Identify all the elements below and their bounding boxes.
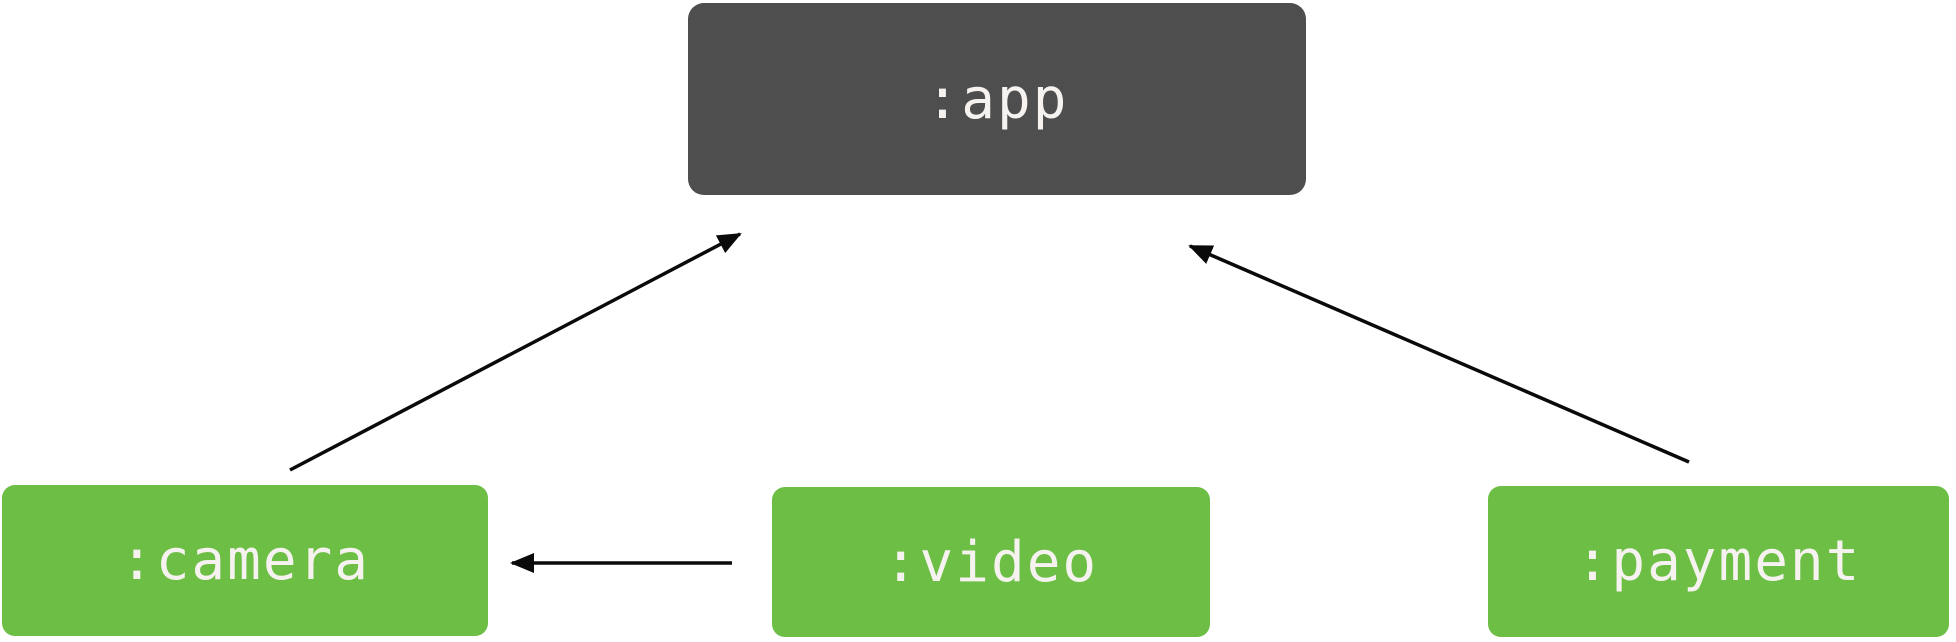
edge-payment-to-app (1188, 244, 1690, 464)
node-video: :video (772, 487, 1210, 637)
node-payment: :payment (1488, 486, 1949, 637)
node-camera: :camera (2, 485, 488, 636)
edge-camera-to-app (289, 232, 742, 472)
node-app: :app (688, 3, 1306, 195)
node-video-label: :video (883, 529, 1099, 595)
node-camera-label: :camera (119, 528, 370, 593)
node-app-label: :app (925, 66, 1069, 132)
node-payment-label: :payment (1575, 529, 1862, 594)
